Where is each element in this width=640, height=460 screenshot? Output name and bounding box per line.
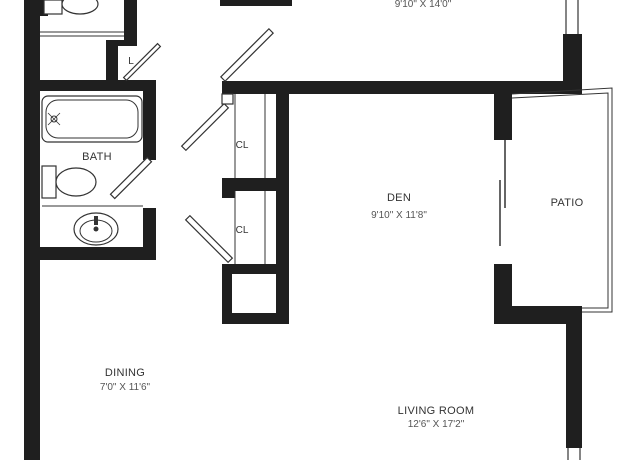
door-leaf: [180, 102, 230, 152]
top-room-dimensions: 9'10" X 14'0": [395, 0, 452, 10]
den-top-wall: [222, 81, 582, 94]
door-leaf: [221, 93, 234, 105]
closet-wall: [222, 178, 276, 191]
wall-segment: [220, 0, 292, 6]
dining-label: DINING: [105, 367, 145, 379]
wall-segment: [563, 34, 582, 94]
left-exterior-wall: [24, 0, 40, 460]
bath-right-wall: [143, 80, 156, 160]
wall-segment: [494, 306, 582, 324]
closet-wall: [222, 264, 232, 324]
walls: [24, 0, 582, 460]
sink-icon: [42, 205, 143, 246]
den-right-wall: [494, 94, 512, 140]
patio-label: PATIO: [551, 197, 584, 209]
closet-wall: [276, 94, 289, 324]
toilet-icon: [41, 165, 97, 199]
living-right-wall: [566, 306, 582, 448]
wall-segment: [40, 80, 156, 91]
closet-wall: [222, 178, 235, 198]
living-room-dimensions: 12'6" X 17'2": [408, 419, 465, 430]
living-room-label: LIVING ROOM: [398, 405, 475, 417]
den-label: DEN: [387, 192, 411, 204]
closet-label: CL: [236, 225, 249, 236]
door-leaf: [219, 27, 275, 83]
wall-segment: [40, 247, 156, 260]
bathtub-icon: [41, 95, 143, 143]
closet-wall: [222, 313, 289, 324]
linen-wall: [118, 40, 137, 46]
linen-wall: [106, 40, 118, 84]
closet-label: CL: [236, 140, 249, 151]
door-leaf: [109, 156, 153, 200]
door-leaf: [184, 214, 234, 264]
den-dimensions: 9'10" X 11'8": [371, 210, 427, 221]
closet-wall: [222, 264, 289, 274]
linen-label: L: [128, 56, 134, 67]
door-leaf: [122, 42, 162, 82]
bath-label: BATH: [82, 151, 112, 163]
patio-outline: [499, 87, 613, 313]
toilet-icon: [43, 0, 99, 15]
dining-dimensions: 7'0" X 11'6": [100, 382, 151, 393]
doors: [109, 27, 275, 264]
wall-segment: [124, 0, 137, 40]
